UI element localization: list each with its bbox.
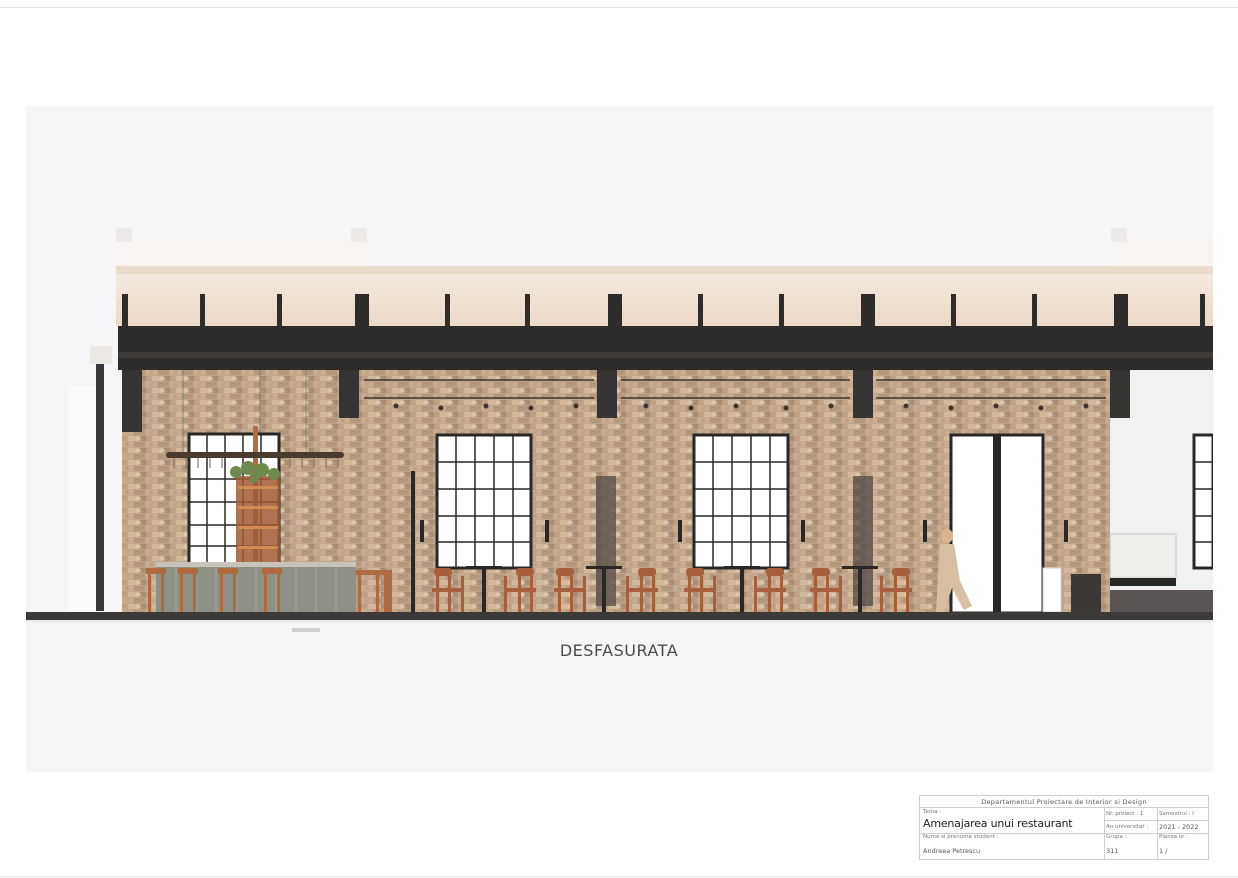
floor-slab (26, 612, 1213, 620)
sheet-number: 1 / (1159, 847, 1168, 855)
entrance-door (949, 433, 1045, 615)
department-name: Departamentul Proiectare de Interior si … (920, 796, 1208, 808)
group-value: 311 (1106, 847, 1119, 855)
person-figure (936, 529, 972, 612)
left-wall (68, 386, 98, 611)
title-block: Departamentul Proiectare de Interior si … (919, 795, 1209, 860)
dining-window-1 (435, 433, 533, 570)
bar-shelving (166, 426, 344, 564)
drawing-caption: DESFASURATA (559, 641, 679, 660)
elevation-render (26, 228, 1213, 632)
project-number: Nr. proiect : 1 (1106, 811, 1144, 817)
light-tracks (364, 379, 1106, 399)
theme-label: Tema : (923, 809, 942, 815)
semester: Semestrul : I (1159, 811, 1194, 817)
right-window (1192, 433, 1213, 570)
dining-tables (432, 566, 912, 612)
student-label: Nume si prenume student : (923, 834, 999, 840)
student-name: Andreea Petrescu (923, 847, 981, 855)
sheet-bottom-border (0, 876, 1238, 877)
group-label: Grupa : (1106, 834, 1127, 840)
academic-year-label: An universitar : (1106, 824, 1149, 830)
theme-value: Amenajarea unui restaurant (923, 817, 1073, 830)
dining-window-2 (692, 433, 790, 570)
ceiling-joists (122, 294, 1205, 328)
steel-beam (118, 326, 1213, 370)
sheet-top-border (0, 7, 1238, 8)
ceiling (116, 266, 1213, 326)
academic-year-value: 2021 - 2022 (1159, 823, 1199, 831)
bar-stools (146, 568, 392, 612)
sheet-label: Plansa nr : (1159, 834, 1189, 840)
